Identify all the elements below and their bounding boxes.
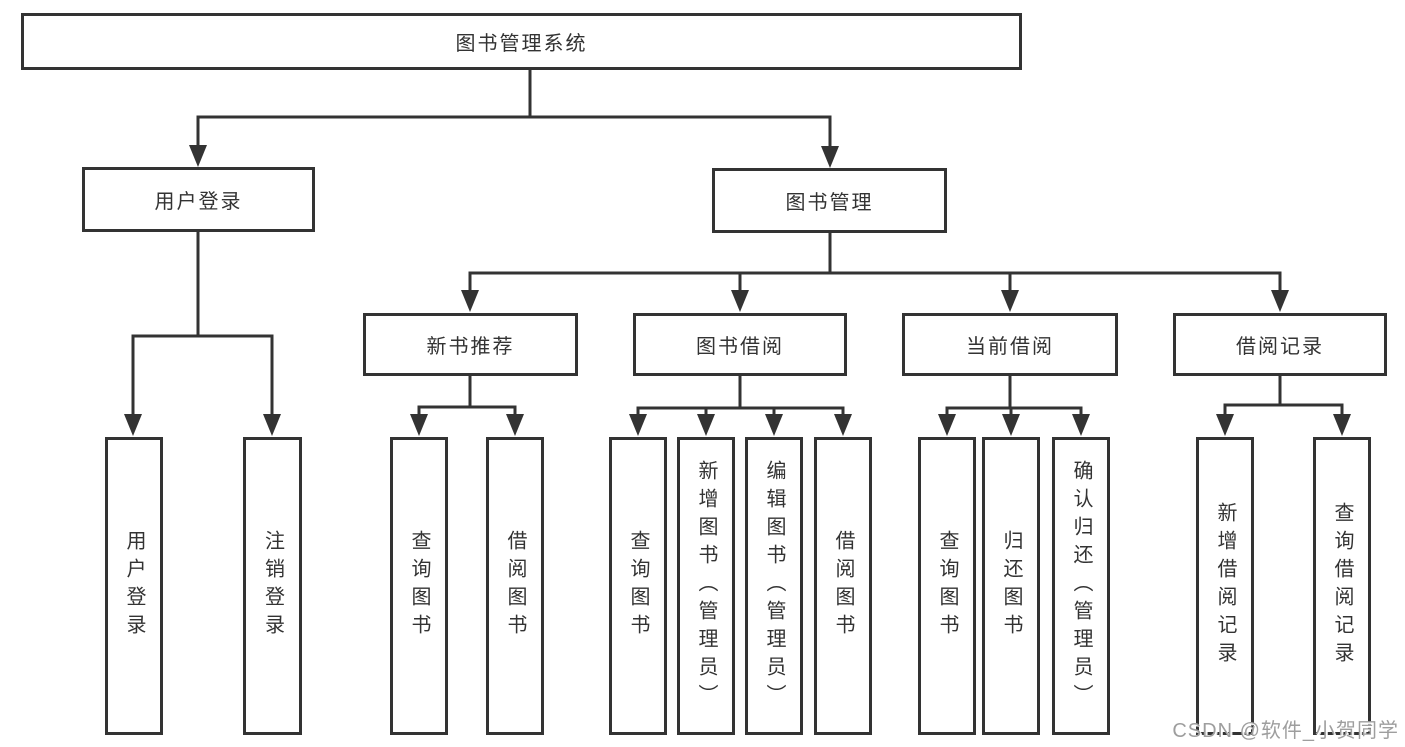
node-current-borrowing: 当前借阅 bbox=[902, 313, 1118, 376]
connector-paths bbox=[131, 70, 1344, 415]
arrowhead bbox=[834, 414, 852, 436]
arrowhead bbox=[189, 145, 207, 167]
arrowhead bbox=[1072, 414, 1090, 436]
arrowhead bbox=[124, 414, 142, 436]
node-confirm-return-admin: 确认归还（管理员） bbox=[1052, 437, 1110, 735]
node-return-books: 归还图书 bbox=[982, 437, 1040, 735]
node-edit-books-admin: 编辑图书（管理员） bbox=[745, 437, 803, 735]
arrowhead bbox=[938, 414, 956, 436]
node-book-management: 图书管理 bbox=[712, 168, 947, 233]
connector-userlogin-children bbox=[131, 232, 274, 415]
node-query-borrowing-record: 查询借阅记录 bbox=[1313, 437, 1371, 735]
node-user-login: 用户登录 bbox=[82, 167, 315, 232]
arrowhead bbox=[461, 290, 479, 312]
node-borrowing-records: 借阅记录 bbox=[1173, 313, 1387, 376]
arrowhead bbox=[1333, 414, 1351, 436]
node-new-book-recommendation: 新书推荐 bbox=[363, 313, 578, 376]
arrowhead bbox=[1271, 290, 1289, 312]
arrowhead bbox=[765, 414, 783, 436]
arrowhead bbox=[1001, 290, 1019, 312]
arrowhead bbox=[1002, 414, 1020, 436]
arrowheads bbox=[124, 145, 1351, 436]
arrowhead bbox=[410, 414, 428, 436]
node-query-books-current: 查询图书 bbox=[918, 437, 976, 735]
node-library-management-system: 图书管理系统 bbox=[21, 13, 1022, 70]
watermark: CSDN @软件_小贺同学 bbox=[1172, 720, 1399, 742]
node-add-books-admin: 新增图书（管理员） bbox=[677, 437, 735, 735]
connector-bookmgmt-to-level2 bbox=[468, 233, 1282, 291]
node-add-borrowing-record: 新增借阅记录 bbox=[1196, 437, 1254, 735]
connector-currentborrow-children bbox=[945, 376, 1083, 415]
node-query-books-recommend: 查询图书 bbox=[390, 437, 448, 735]
arrowhead bbox=[1216, 414, 1234, 436]
node-book-borrowing: 图书借阅 bbox=[633, 313, 847, 376]
node-borrow-books-borrowing: 借阅图书 bbox=[814, 437, 872, 735]
connector-root-to-level1 bbox=[196, 70, 832, 147]
arrowhead bbox=[821, 146, 839, 168]
arrowhead bbox=[263, 414, 281, 436]
arrowhead bbox=[506, 414, 524, 436]
node-user-login-leaf: 用户登录 bbox=[105, 437, 163, 735]
connector-bookborrow-children bbox=[636, 376, 845, 415]
arrowhead bbox=[731, 290, 749, 312]
node-logout: 注销登录 bbox=[243, 437, 302, 735]
connector-newbookrec-children bbox=[417, 376, 517, 415]
arrowhead bbox=[629, 414, 647, 436]
node-query-books-borrowing: 查询图书 bbox=[609, 437, 667, 735]
node-borrow-books-recommend: 借阅图书 bbox=[486, 437, 544, 735]
connector-borrowrecords-children bbox=[1223, 376, 1344, 415]
arrowhead bbox=[697, 414, 715, 436]
